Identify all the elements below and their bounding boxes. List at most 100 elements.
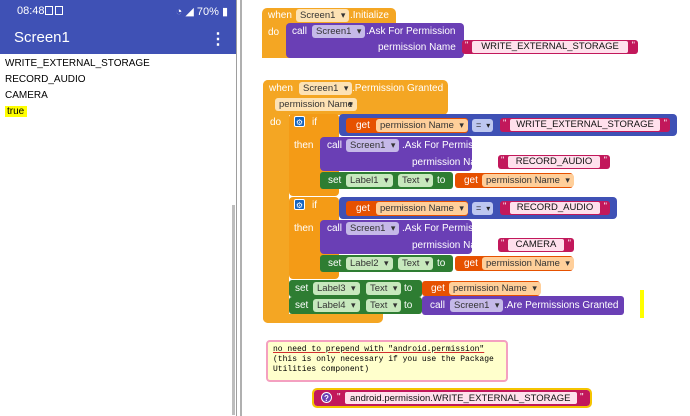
quote-close: " [603, 155, 607, 165]
loose-string-inner [345, 392, 577, 404]
get-keyword-3: get [356, 203, 370, 214]
string-value-4: CAMERA [508, 239, 564, 251]
param-label: permission Name [378, 42, 456, 53]
granted-event-name: .Permission Granted [352, 83, 444, 94]
loose-quote-open: " [337, 392, 341, 403]
string-value-1: WRITE_EXTERNAL_STORAGE [510, 119, 660, 131]
highlight-mark [640, 290, 644, 318]
get-var-dropdown-2[interactable]: permission Name [482, 174, 574, 187]
comment-line-1-text: no need to prepend with "android.permiss… [273, 345, 485, 354]
set-property-dropdown-1[interactable]: Text [398, 174, 434, 187]
comment-line-2: (this is only necessary if you use the P… [273, 355, 494, 364]
set-component-dropdown-2[interactable]: Label2 [346, 257, 393, 270]
get-var-dropdown-3[interactable]: permission Name [376, 202, 468, 215]
string-value-2: RECORD_AUDIO [508, 156, 600, 168]
granted-bottom-bar [263, 314, 383, 323]
image-notification-icon [45, 6, 53, 15]
set-property-dropdown-3[interactable]: Text [366, 282, 402, 295]
comment-line-1: no need to prepend with "android.permiss… [273, 345, 501, 355]
quote-open: " [503, 201, 507, 211]
app-bar: Screen1 ⋮ [0, 24, 236, 54]
initialize-body-bg [262, 24, 286, 58]
set-keyword-2: set [328, 258, 342, 269]
string-block-3[interactable]: " RECORD_AUDIO " [500, 201, 610, 215]
method-name-2: .Ask For Permission [402, 140, 492, 151]
quote-open: " [465, 40, 469, 50]
string-block-1[interactable]: " WRITE_EXTERNAL_STORAGE " [500, 118, 670, 132]
quote-close: " [663, 118, 667, 128]
call-component-dropdown[interactable]: Screen1 [312, 25, 366, 38]
quote-open: " [501, 238, 505, 248]
call-component-dropdown-2[interactable]: Screen1 [346, 139, 400, 152]
overflow-menu-icon[interactable]: ⋮ [210, 31, 226, 48]
call-component-dropdown-4[interactable]: Screen1 [450, 299, 504, 312]
string-value: WRITE_EXTERNAL_STORAGE [472, 41, 628, 53]
label-4-wrap: true [5, 106, 28, 117]
when-keyword: when [268, 10, 292, 21]
quote-close: " [631, 40, 635, 50]
help-question-icon[interactable]: ? [321, 392, 332, 403]
label-2: RECORD_AUDIO [5, 74, 86, 85]
quote-close: " [603, 201, 607, 211]
get-keyword-1: get [356, 120, 370, 131]
event-param-chip[interactable]: permission Name [275, 98, 357, 111]
to-keyword-1: to [437, 175, 446, 186]
notification-icons [45, 6, 65, 18]
do-keyword-2: do [270, 117, 282, 128]
gear-icon[interactable]: ⚙ [294, 116, 305, 127]
if-keyword-2: if [312, 200, 317, 211]
scrollbar[interactable] [232, 205, 235, 415]
string-block[interactable]: " WRITE_EXTERNAL_STORAGE " [462, 40, 638, 54]
loose-string-value: android.permission.WRITE_EXTERNAL_STORAG… [350, 393, 571, 404]
battery-icon: ▮ [221, 6, 228, 18]
app-notification-icon [55, 6, 63, 15]
wifi-icon: ◔ [175, 6, 183, 18]
set-component-dropdown-1[interactable]: Label1 [346, 174, 393, 187]
comment-line-3: Utilities component) [273, 365, 370, 374]
then-keyword-1: then [294, 140, 314, 151]
call-keyword-2: call [327, 140, 343, 151]
if-keyword-1: if [312, 117, 317, 128]
set-property-dropdown-2[interactable]: Text [398, 257, 434, 270]
get-var-dropdown-1[interactable]: permission Name [376, 119, 468, 132]
string-block-2[interactable]: " RECORD_AUDIO " [498, 155, 610, 169]
string-value-3: RECORD_AUDIO [510, 202, 600, 214]
method-name-3: .Ask For Permission [402, 223, 492, 234]
loose-quote-close: " [580, 392, 584, 403]
set-component-dropdown-3[interactable]: Label3 [313, 282, 360, 295]
comment-bubble[interactable]: no need to prepend with "android.permiss… [266, 340, 508, 382]
initialize-component-dropdown[interactable]: Screen1 [296, 9, 350, 22]
battery-percent: 70% [196, 6, 219, 18]
set-property-dropdown-4[interactable]: Text [366, 299, 402, 312]
label-3: CAMERA [5, 90, 48, 101]
label-1: WRITE_EXTERNAL_STORAGE [5, 58, 150, 69]
phone-preview: 08:48 ◔ ◢ 70% ▮ Screen1 ⋮ WRITE_EXTERNAL… [0, 0, 237, 416]
then-keyword-2: then [294, 223, 314, 234]
string-block-4[interactable]: " CAMERA " [498, 238, 574, 252]
set-keyword-3: set [295, 283, 309, 294]
quote-open: " [501, 155, 505, 165]
status-bar: 08:48 ◔ ◢ 70% ▮ [0, 0, 236, 24]
granted-component-dropdown[interactable]: Screen1 [299, 82, 353, 95]
signal-icon: ◢ [185, 6, 194, 18]
gear-icon-2[interactable]: ⚙ [294, 199, 305, 210]
get-keyword-4: get [464, 258, 478, 269]
granted-left-rail [263, 80, 289, 323]
get-var-dropdown-5[interactable]: permission Name [449, 282, 541, 295]
panel-divider [240, 0, 242, 416]
to-keyword-2: to [437, 258, 446, 269]
equals-operator-2[interactable]: = [472, 202, 494, 215]
quote-open: " [503, 118, 507, 128]
get-keyword-2: get [464, 175, 478, 186]
status-right-icons: ◔ ◢ 70% ▮ [176, 5, 228, 18]
set-keyword-4: set [295, 300, 309, 311]
call-component-dropdown-3[interactable]: Screen1 [346, 222, 400, 235]
call-keyword: call [292, 26, 308, 37]
set-component-dropdown-4[interactable]: Label4 [313, 299, 360, 312]
equals-operator-1[interactable]: = [472, 119, 494, 132]
quote-close: " [567, 238, 571, 248]
param-label-2: permission Name [412, 157, 490, 168]
method-name-4: .Are Permissions Granted [504, 300, 619, 311]
do-keyword: do [268, 27, 280, 38]
get-var-dropdown-4[interactable]: permission Name [482, 257, 574, 270]
